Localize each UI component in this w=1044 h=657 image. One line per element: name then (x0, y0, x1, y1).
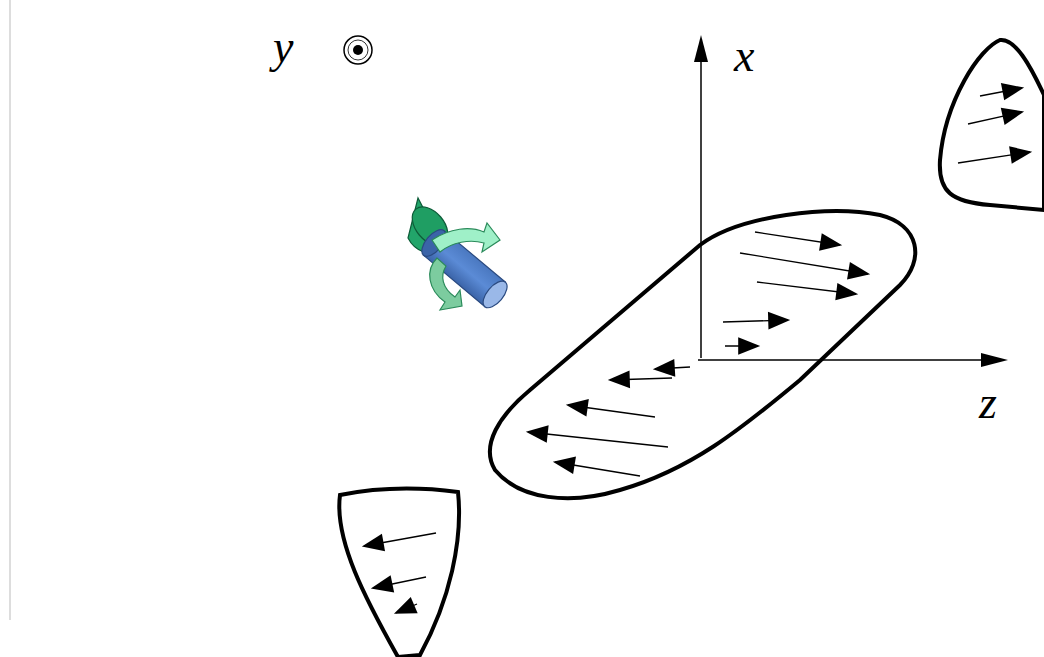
out-of-page-symbol (344, 36, 372, 64)
flow-region (339, 489, 459, 657)
axis-label: y (273, 24, 293, 70)
border-line (9, 0, 11, 620)
axis-label: z (979, 380, 997, 426)
vortex-icon (405, 198, 511, 312)
flow-region (490, 211, 915, 498)
flow-region (940, 40, 1044, 210)
axis-label: x (734, 33, 754, 79)
